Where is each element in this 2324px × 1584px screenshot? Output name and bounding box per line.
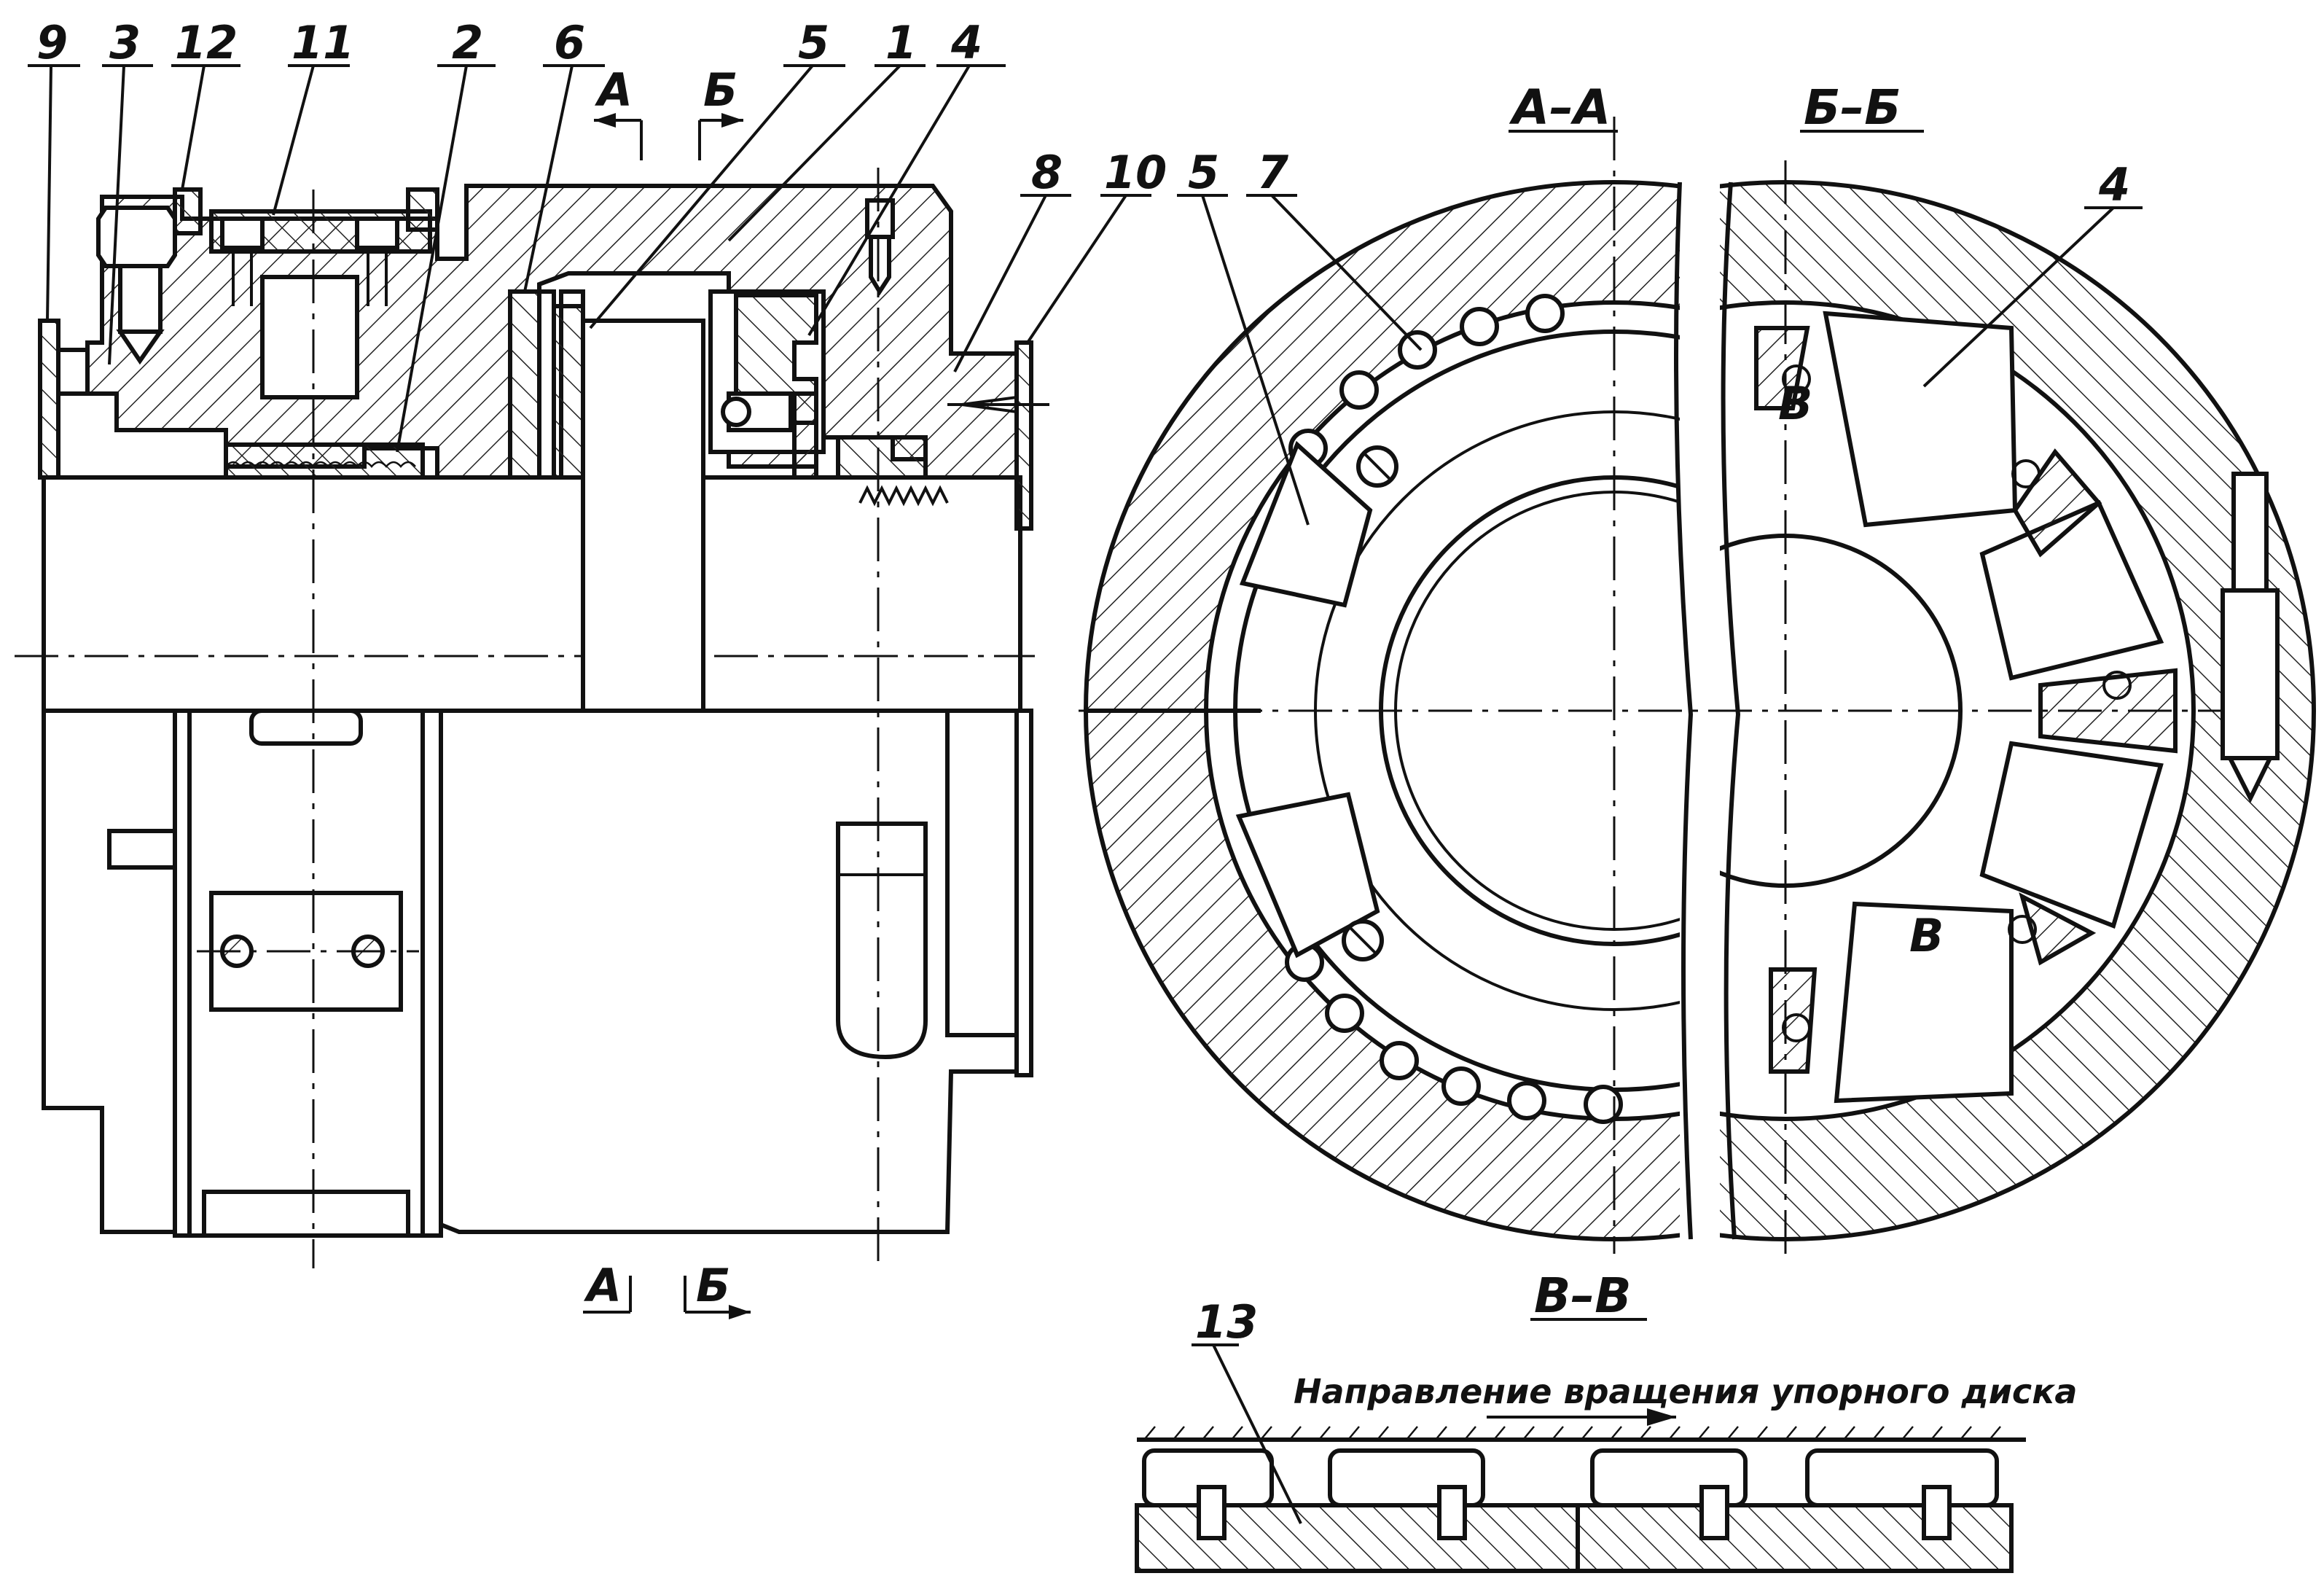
section-title-aa: А–А: [1509, 79, 1611, 136]
rotation-caption: Направление вращения упорного диска: [1294, 1372, 2077, 1411]
housing-lower-view: [42, 711, 177, 1234]
section-mark-a: А: [594, 63, 633, 117]
balls-7: [1285, 294, 1623, 1124]
end-flange-9: [38, 319, 60, 480]
section-aa-view: [1084, 180, 1680, 1241]
callout-12: 12: [175, 16, 238, 69]
callout-3: 3: [109, 16, 141, 69]
segments-4: [1823, 311, 2164, 1104]
section-mark-b-bottom: Б: [696, 1259, 730, 1312]
callout-5b: 5: [1188, 146, 1219, 199]
callout-4b: 4: [2098, 158, 2130, 211]
section-vv-view: [1135, 1408, 2026, 1573]
shoe-pad-5: [1239, 440, 1373, 608]
callout-13: 13: [1195, 1295, 1258, 1349]
pin-6: [508, 289, 541, 480]
ring-12: [173, 187, 203, 235]
pins-13: [1197, 1485, 1952, 1540]
callout-11: 11: [292, 16, 354, 69]
callout-1: 1: [885, 16, 917, 69]
callout-10: 10: [1104, 146, 1167, 199]
shoe-5: [552, 304, 585, 480]
leader-lines: [28, 64, 2143, 1524]
side-bolt: [2231, 472, 2269, 600]
nut-3: [96, 206, 177, 268]
longitudinal-section: [15, 168, 1049, 1268]
view-mark-v1: В: [1778, 377, 1812, 430]
key-block: [249, 709, 363, 746]
thrust-collar: [581, 319, 705, 713]
callout-9: 9: [36, 16, 68, 69]
callout-5: 5: [798, 16, 829, 69]
callout-8: 8: [1031, 146, 1063, 199]
callout-4: 4: [950, 16, 982, 69]
labels: 9 3 12 11 2 6 5 1 4 8 10 5 7 4 13 А Б А …: [36, 16, 2130, 1411]
section-title-bb: Б–Б: [1804, 79, 1901, 136]
flange-10: [1014, 340, 1033, 531]
view-mark-v2: В: [1909, 909, 1944, 962]
callout-2: 2: [452, 16, 483, 69]
section-mark-b: Б: [703, 63, 738, 117]
shaft: [42, 475, 1022, 713]
callout-7: 7: [1257, 146, 1289, 199]
callout-6: 6: [554, 16, 585, 69]
section-mark-a-bottom: А: [583, 1259, 622, 1312]
bushing-2: [224, 442, 425, 480]
section-title-vv: В–В: [1534, 1268, 1632, 1324]
